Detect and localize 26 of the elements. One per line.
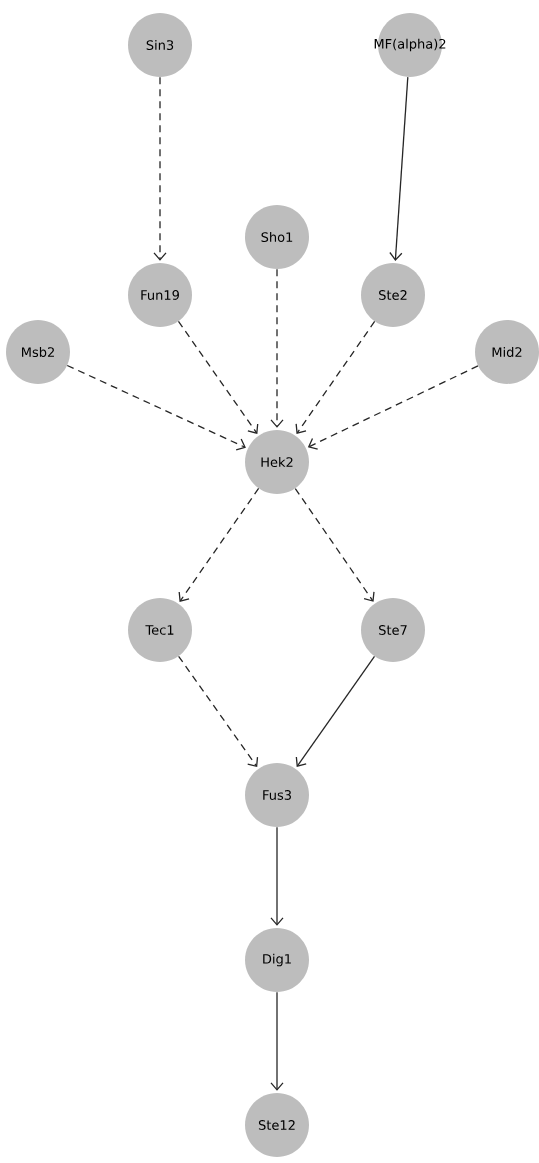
arrow [178,487,260,602]
gene-node: Sho1 [245,205,309,269]
arrow [295,655,376,768]
arrow [270,268,284,428]
gene-node: Msb2 [6,320,70,384]
gene-node: Ste7 [361,598,425,662]
arrow [294,487,375,602]
gene-node: MF(alpha)2 [374,13,446,77]
gene-node: Hek2 [245,430,309,494]
gene-node: Ste12 [245,1093,309,1157]
gene-node: Sin3 [128,13,192,77]
arrow [270,991,284,1091]
gene-node: Dig1 [245,928,309,992]
gene-node: Ste2 [361,263,425,327]
arrow [295,320,376,434]
gene-node: Fun19 [128,263,192,327]
gene-node: Fus3 [245,763,309,827]
arrow [177,320,259,434]
arrow [307,365,479,450]
arrow [66,364,246,451]
arrow [389,76,409,261]
gene-node: Mid2 [475,320,539,384]
gene-node: Tec1 [128,598,192,662]
arrow [270,826,284,926]
arrow [153,76,167,261]
arrow [178,655,259,768]
